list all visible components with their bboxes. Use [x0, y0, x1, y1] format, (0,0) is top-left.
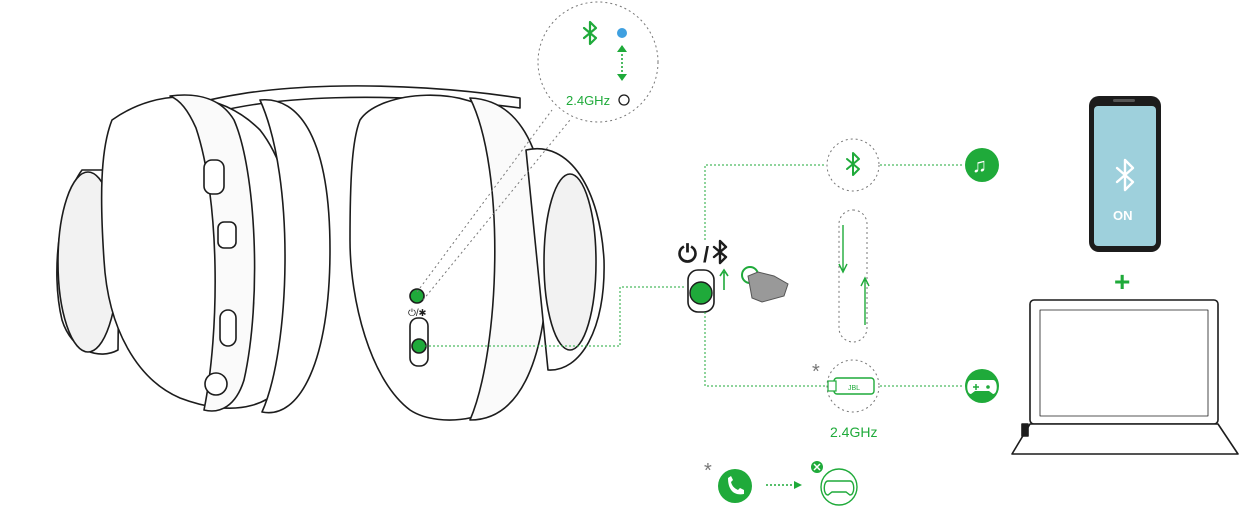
laptop-base	[1011, 423, 1239, 455]
bluetooth-icon	[846, 152, 860, 176]
laptop-lid	[1029, 299, 1219, 425]
power-icon: ⏻	[678, 241, 697, 268]
path-to-bluetooth	[704, 164, 826, 240]
phone-on-label: ON	[1113, 208, 1133, 223]
slide-up-arrow-icon	[719, 268, 729, 290]
bluetooth-icon	[582, 20, 598, 46]
plus-sign: +	[1114, 266, 1130, 297]
callout-circle	[537, 1, 659, 123]
switch-knob	[689, 281, 713, 305]
callout-label-24ghz: 2.4GHz	[566, 93, 610, 108]
cross-glyph	[813, 463, 821, 471]
phone-call-icon	[718, 469, 752, 503]
mode-toggle-track	[838, 209, 870, 343]
music-note-icon: ♫	[972, 155, 987, 177]
dongle-asterisk: *	[812, 361, 820, 383]
laptop-port	[1021, 423, 1029, 437]
gamepad-button	[986, 385, 990, 389]
led-callout: 2.4GHz	[537, 1, 659, 123]
usb-dongle-plug	[827, 380, 837, 392]
phone-bluetooth-icon	[1115, 158, 1135, 192]
gamepad-icon	[967, 380, 997, 394]
phone-handset-glyph	[728, 476, 744, 495]
down-arrow-icon	[838, 225, 848, 274]
laptop-icon	[1011, 299, 1239, 455]
gamepad-dpad	[973, 384, 979, 390]
phone-speaker	[1113, 99, 1135, 102]
right-switch-icon-label: ⏻/✱	[408, 308, 427, 319]
bluetooth-led	[617, 28, 627, 38]
arrow-right-icon	[794, 481, 802, 489]
dongle-node: * JBL 2.4GHz	[812, 359, 880, 440]
footnote-game-circle	[820, 468, 858, 506]
mic-mute-button	[217, 221, 237, 249]
gamepad-icon	[823, 480, 855, 496]
power-bluetooth-switch: ⏻ /	[678, 239, 789, 313]
laptop-screen	[1039, 309, 1209, 417]
right-speaker-grille	[543, 173, 597, 351]
left-cushion	[259, 99, 331, 414]
bluetooth-node	[826, 138, 880, 192]
footnote: *	[704, 460, 858, 506]
switch-leader	[425, 286, 686, 347]
wireless-led	[618, 94, 630, 106]
path-to-dongle	[704, 312, 826, 387]
usb-c-port	[219, 309, 237, 347]
switch-separator: /	[703, 242, 709, 267]
right-power-switch-knob	[411, 338, 427, 354]
connection-paths	[704, 164, 962, 387]
down-arrow-icon	[617, 74, 627, 81]
status-led	[409, 288, 425, 304]
toggle-track-outline	[838, 209, 868, 343]
dongle-brand: JBL	[848, 385, 860, 392]
hand-pointer-icon	[747, 271, 789, 303]
game-icon	[965, 369, 999, 403]
dongle-label: 2.4GHz	[830, 424, 877, 440]
footnote-asterisk: *	[704, 460, 712, 482]
up-arrow-icon	[617, 45, 627, 52]
music-icon-bg	[965, 148, 999, 182]
audio-jack	[204, 372, 228, 396]
left-slide-switch	[203, 159, 225, 195]
headphones	[56, 85, 605, 421]
callout-leader	[416, 109, 571, 301]
switch-bluetooth-icon	[712, 239, 728, 265]
smartphone: ON	[1089, 96, 1161, 252]
music-icon: ♫	[965, 148, 999, 182]
up-arrow-icon	[860, 276, 870, 325]
